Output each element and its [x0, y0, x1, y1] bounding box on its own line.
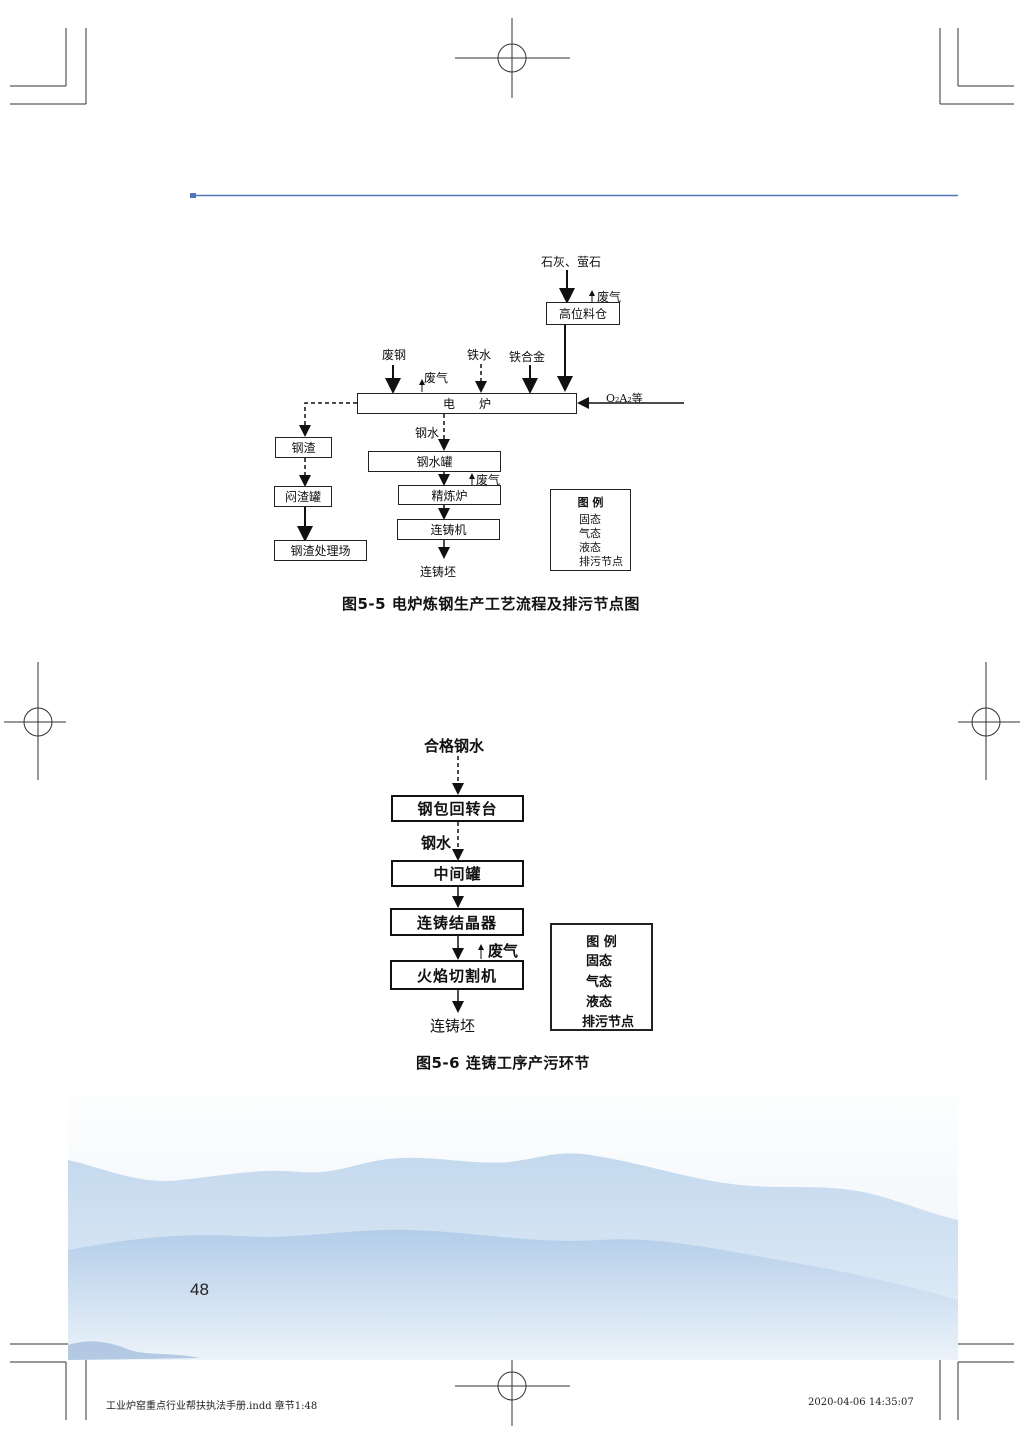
label-billet: 连铸坯: [420, 565, 457, 579]
legend-liquid: 液态: [579, 541, 601, 554]
legend-solid-2: 固态: [586, 954, 613, 969]
gas-label-refining: 废气: [476, 473, 501, 487]
label-qualified-molten-steel: 合格钢水: [424, 737, 485, 755]
input-hot-iron: 铁水: [467, 348, 492, 362]
label-molten-steel-2: 钢水: [421, 834, 452, 852]
label-molten-steel: 钢水: [415, 426, 440, 440]
box-slag-site: 钢渣处理场: [274, 540, 367, 561]
legend-title: 图 例: [577, 496, 604, 509]
input-ferroalloy: 铁合金: [509, 350, 546, 364]
box-continuous-caster: 连铸机: [397, 519, 500, 540]
footer-file-info: 工业炉窑重点行业帮扶执法手册.indd 章节1:48: [106, 1401, 318, 1412]
box-high-silo: 高位料仓: [546, 302, 620, 325]
box-crystallizer: 连铸结晶器: [390, 908, 524, 936]
fig56-caption: 图5-6 连铸工序产污环节: [416, 1054, 590, 1072]
label-billet-2: 连铸坯: [430, 1017, 476, 1035]
fig56-legend: 图 例 固态 气态 液态 排污节点: [550, 923, 653, 1031]
legend-discharge-point-2: 排污节点: [582, 1015, 635, 1030]
page-number: 48: [190, 1280, 209, 1299]
legend-solid: 固态: [579, 513, 601, 526]
box-ladle: 钢水罐: [368, 451, 501, 472]
crop-marks: [4, 18, 1020, 1426]
box-refining-furnace: 精炼炉: [398, 485, 501, 505]
gas-label-furnace: 废气: [424, 371, 449, 385]
fig55-legend: 图 例 固态 气态 液态 排污节点: [550, 489, 631, 571]
box-tundish: 中间罐: [391, 860, 524, 887]
input-lime-fluorite: 石灰、萤石: [541, 255, 602, 269]
legend-gas: 气态: [579, 527, 601, 540]
box-flame-cutter: 火焰切割机: [390, 960, 524, 990]
box-slag-tank: 闷渣罐: [274, 486, 332, 507]
footer-timestamp: 2020-04-06 14:35:07: [808, 1397, 914, 1408]
legend-gas-2: 气态: [586, 975, 613, 990]
input-oxygen: O₂A₂等: [606, 392, 643, 405]
legend-liquid-2: 液态: [586, 995, 613, 1010]
legend-discharge-point: 排污节点: [579, 555, 623, 568]
legend-title-2: 图 例: [586, 935, 617, 950]
gas-label-silo: 废气: [597, 290, 622, 304]
box-electric-furnace: 电 炉: [357, 393, 577, 414]
fig55-caption: 图5-5 电炉炼钢生产工艺流程及排污节点图: [342, 595, 640, 613]
box-ladle-turret: 钢包回转台: [391, 795, 524, 822]
input-scrap-steel: 废钢: [382, 348, 407, 362]
box-steel-slag: 钢渣: [275, 437, 332, 458]
gas-label-cutter: 废气: [488, 942, 519, 960]
